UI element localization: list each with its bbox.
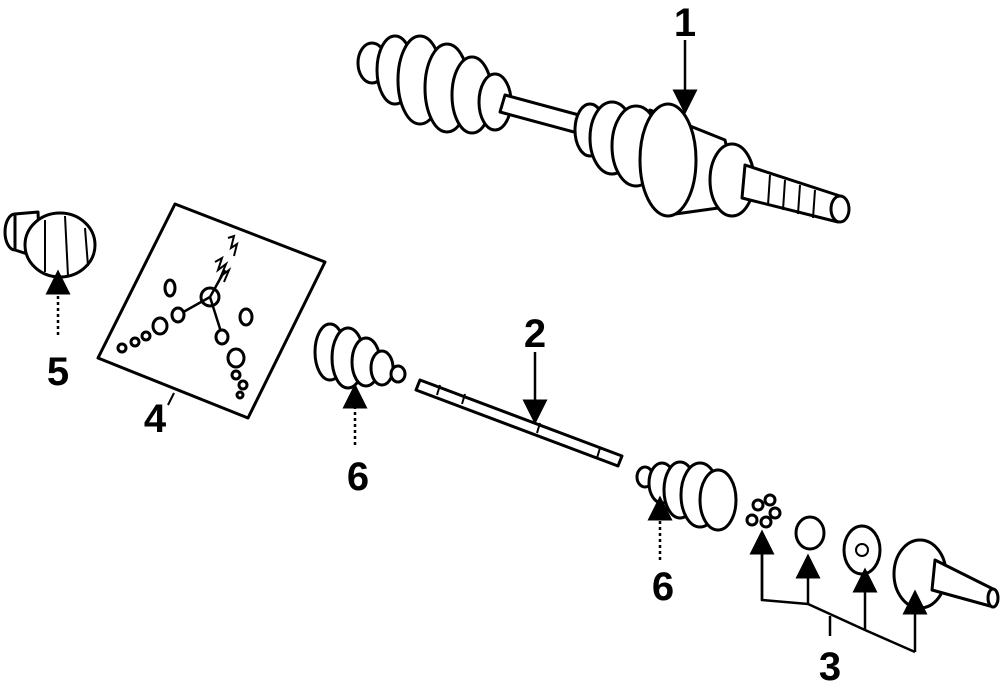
repair-kit — [96, 202, 327, 420]
callout-1: 1 — [674, 1, 696, 45]
callout-4: 4 — [144, 397, 167, 441]
callout-6-left: 6 — [347, 455, 369, 499]
axle-shaft-assembly — [356, 34, 851, 224]
callout-3: 3 — [819, 645, 841, 685]
inner-joint-housing — [3, 210, 97, 279]
boot-left — [313, 322, 407, 390]
callout-5: 5 — [47, 350, 69, 394]
leader-bracket-3 — [749, 529, 928, 654]
outer-joint-set — [745, 493, 1000, 610]
boot-right — [635, 460, 738, 532]
callout-2: 2 — [524, 312, 546, 356]
axle-shaft — [414, 378, 624, 468]
callout-6-right: 6 — [652, 565, 674, 609]
leader-line-4 — [167, 392, 175, 406]
